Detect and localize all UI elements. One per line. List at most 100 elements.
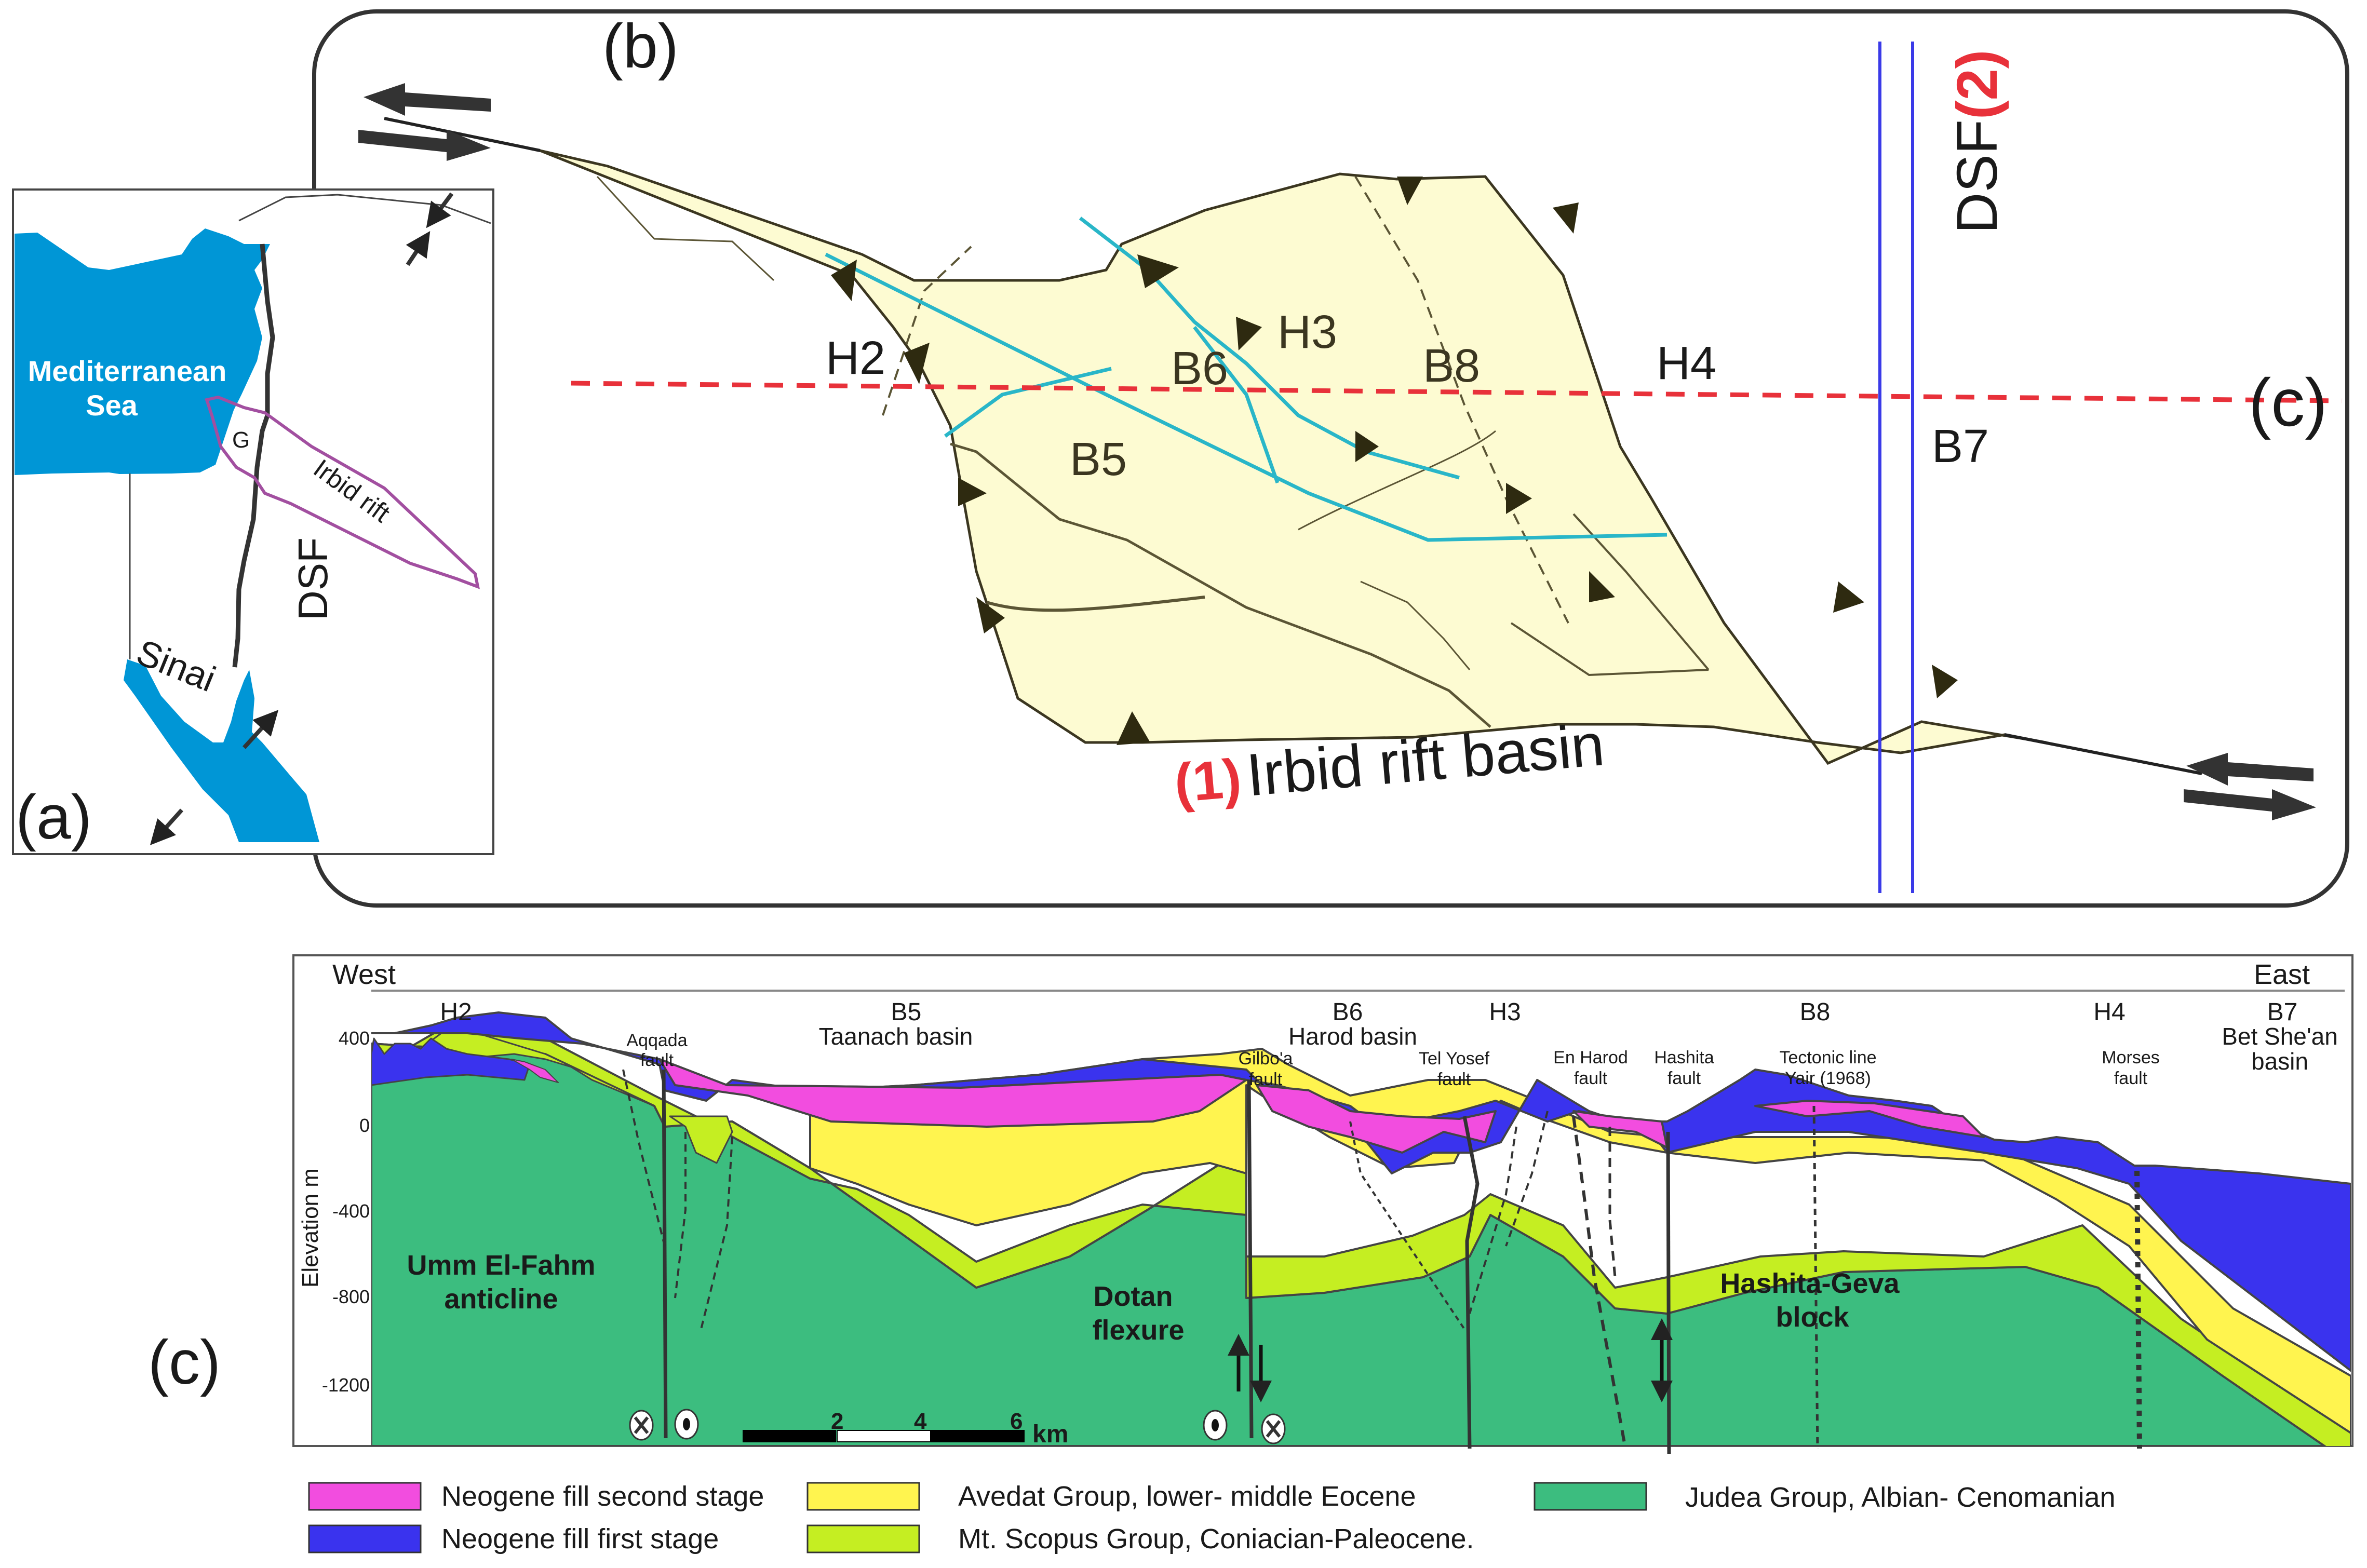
- strike-slip-fault-east: [2004, 733, 2202, 775]
- arrow-icon: [243, 710, 279, 749]
- y-tick: -400: [332, 1200, 370, 1222]
- h3-dashed: [1505, 1111, 1549, 1247]
- y-ticks: 400 0 -400 -800 -1200: [322, 1028, 370, 1396]
- legend-label: Neogene fill first stage: [441, 1523, 719, 1555]
- aqqada-pocket: [669, 1115, 733, 1164]
- fault-label-gilboa-1: Gilbo'a: [1239, 1049, 1293, 1069]
- fault-labels: Aqqada fault Gilbo'a fault Tel Yosef fau…: [626, 1031, 2159, 1089]
- layer-neogene-second-stage-harod: [1256, 1084, 1497, 1154]
- label-b8: B8: [1423, 340, 1480, 392]
- dsf-label-a: DSF: [290, 537, 336, 620]
- west-label: West: [332, 959, 396, 990]
- east-label: East: [2254, 959, 2310, 990]
- barb: [1589, 571, 1615, 602]
- section-faults: [622, 1069, 2142, 1454]
- thrust-barbs: [831, 177, 1958, 745]
- legend-swatch: [806, 1482, 920, 1511]
- aqqada-dashed-3: [700, 1137, 733, 1330]
- structure-labels: H2 B5 Taanach basin B6 Harod basin H3 B8…: [440, 998, 2337, 1075]
- layer-neogene-first-stage-h2: [371, 1037, 531, 1086]
- irbid-rift-outline: [205, 395, 480, 589]
- label-h3: H3: [1277, 306, 1337, 358]
- body-umm-el-fahm-1: Umm El-Fahm: [407, 1250, 595, 1281]
- y-tick: 0: [359, 1115, 370, 1136]
- arrow-right-icon: [2184, 789, 2316, 820]
- arrow-icon: [150, 808, 183, 845]
- fault-label-hashita-1: Hashita: [1654, 1048, 1714, 1067]
- barb: [1397, 177, 1423, 205]
- label-h2: H2: [826, 332, 885, 384]
- arrow-right-icon: [358, 130, 491, 161]
- barb: [976, 597, 1005, 633]
- y-axis-label: Elevation m: [298, 1168, 323, 1288]
- fault-b6-arc: [986, 596, 1205, 612]
- legend-swatch: [308, 1524, 422, 1553]
- legend-item-neogene-first: Neogene fill first stage: [308, 1523, 719, 1555]
- scale-tick-6: 6: [1010, 1409, 1023, 1434]
- struct-name-b5: Taanach basin: [819, 1023, 973, 1050]
- spreading-arrows: [150, 192, 454, 845]
- arrow-left-icon: [364, 83, 491, 116]
- fault-label-yair-2: Yair (1968): [1785, 1069, 1871, 1088]
- legend-label: Judea Group, Albian- Cenomanian: [1685, 1482, 2116, 1513]
- into-page-icon: [1261, 1413, 1286, 1444]
- layer-neogene-second-h2: [511, 1059, 559, 1083]
- body-labels: Umm El-Fahm anticline Dotan flexure Hash…: [407, 1250, 1900, 1346]
- border-line-north: [238, 194, 491, 224]
- internal-faults: [596, 175, 1710, 728]
- fault-thin-1: [1298, 430, 1496, 531]
- body-dotan-2: flexure: [1092, 1315, 1184, 1346]
- legend: Neogene fill second stage Neogene fill f…: [308, 1481, 2116, 1555]
- struct-code-b6: B6: [1333, 998, 1363, 1026]
- panel-c-label: (c): [148, 1328, 221, 1397]
- dsf-label: DSF: [1945, 119, 2009, 234]
- barb: [1137, 254, 1179, 288]
- fault-label-aqqada-1: Aqqada: [626, 1031, 687, 1050]
- fault-b5-boundary: [950, 442, 1491, 728]
- struct-code-b5: B5: [891, 998, 922, 1026]
- fault-label-aqqada-2: fault: [640, 1050, 674, 1070]
- fault-b8-east: [1572, 513, 1710, 671]
- cyan-fault-main: [825, 252, 1667, 542]
- scale-tick-2: 2: [831, 1409, 843, 1434]
- arrow-left-icon: [2186, 753, 2314, 786]
- fault-label-enharod-2: fault: [1574, 1069, 1608, 1088]
- fault-label-telyosef-2: fault: [1437, 1070, 1471, 1089]
- barb: [1833, 582, 1864, 613]
- yair-tectonic-line: [1812, 1105, 1819, 1449]
- arrow-icon: [406, 231, 431, 266]
- strike-slip-arrows-east: [2184, 753, 2316, 820]
- y-tick: -1200: [322, 1374, 370, 1396]
- gulf-of-suez-and-aqaba: [124, 659, 319, 842]
- scale-seg-3: [931, 1430, 1025, 1442]
- barb: [1236, 317, 1262, 350]
- legend-label: Neogene fill second stage: [441, 1481, 764, 1512]
- struct-code-h4: H4: [2093, 998, 2125, 1026]
- gilboa-fault-line: [1247, 1079, 1254, 1439]
- arrow-icon: [426, 192, 454, 228]
- barb: [1553, 202, 1579, 234]
- mediterranean-sea: [15, 228, 270, 475]
- barb: [1117, 711, 1150, 745]
- g-label: G: [232, 427, 250, 453]
- barb: [1506, 483, 1532, 514]
- body-dotan-1: Dotan: [1094, 1281, 1173, 1312]
- dsf-label-group: DSF (2): [1945, 50, 2009, 234]
- strike-slip-fault-west: [384, 117, 541, 152]
- legend-item-avedat: Avedat Group, lower- middle Eocene: [806, 1481, 1416, 1512]
- fault-label-telyosef-1: Tel Yosef: [1419, 1049, 1490, 1069]
- barb: [958, 478, 987, 506]
- struct-code-b8: B8: [1800, 998, 1831, 1026]
- section-c-label: (c): [2249, 364, 2328, 440]
- en-harod-dashed-2: [1608, 1127, 1617, 1278]
- struct-name-b6: Harod basin: [1288, 1023, 1417, 1050]
- barb: [1932, 665, 1958, 698]
- struct-name-b7-l2: basin: [2251, 1048, 2308, 1075]
- y-tick: 400: [339, 1028, 370, 1049]
- cyan-fault-b6: [1193, 326, 1280, 484]
- y-tick: -800: [332, 1286, 370, 1307]
- legend-item-neogene-second: Neogene fill second stage: [308, 1481, 764, 1512]
- layer-neogene-second-stage-b8: [1754, 1100, 1985, 1138]
- out-of-page-icon: [1203, 1410, 1228, 1441]
